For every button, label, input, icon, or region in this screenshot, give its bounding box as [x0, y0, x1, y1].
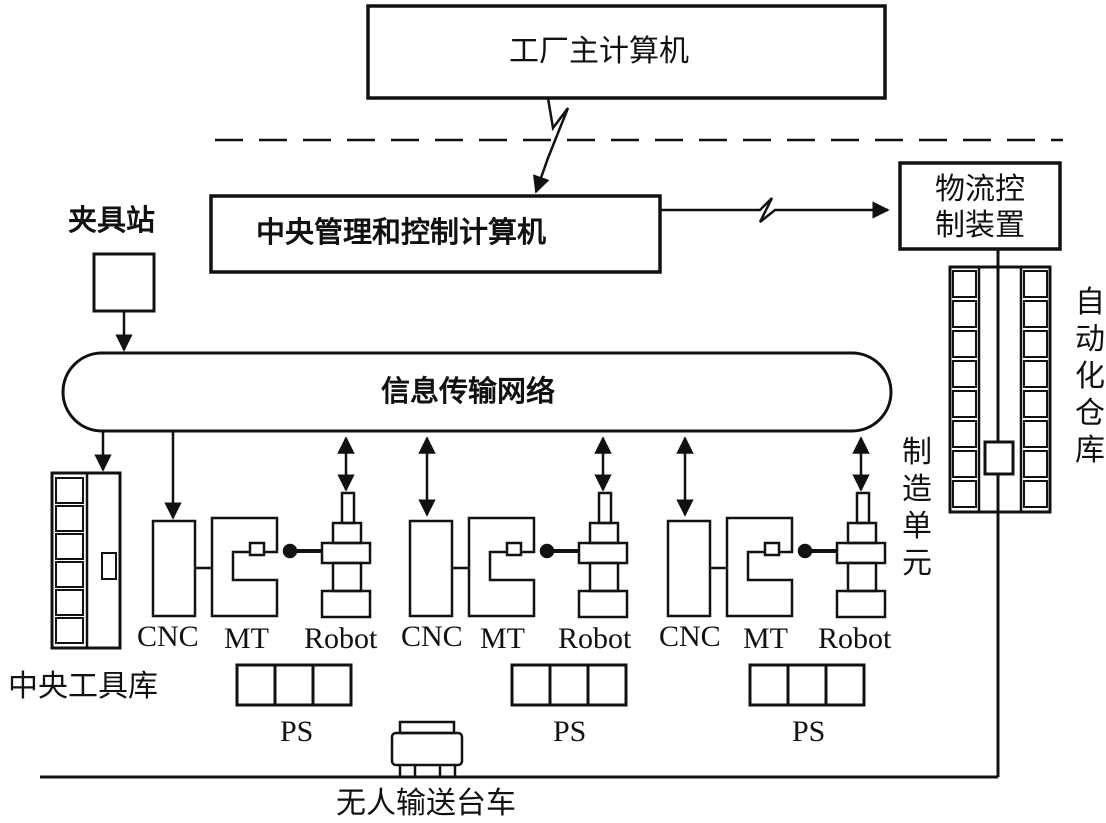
machine-tool-chuck	[505, 541, 523, 557]
robot-wrist	[340, 491, 356, 525]
central-tool-store-label: 中央工具库	[8, 669, 158, 704]
pallet-slot	[235, 663, 277, 707]
robot-joint	[835, 541, 887, 565]
robot-gripper	[539, 543, 555, 559]
factory-host-label: 工厂主计算机	[509, 34, 689, 69]
factory-host-box	[366, 4, 887, 100]
robot-column	[331, 561, 363, 593]
robot-base	[577, 589, 629, 619]
pallet-slot	[824, 663, 866, 707]
ps-label: PS	[553, 715, 587, 748]
robot-shoulder	[588, 521, 620, 545]
mt-label: MT	[743, 622, 788, 655]
fixture-station-box	[92, 252, 156, 313]
robot-shoulder	[846, 521, 878, 545]
robot-wrist	[855, 491, 871, 525]
robot-label: Robot	[558, 622, 632, 655]
warehouse-rack	[948, 265, 1052, 514]
cell	[151, 431, 372, 707]
logistics-controller-label: 物流控制装置	[935, 172, 1025, 243]
robot-joint	[577, 541, 629, 565]
cnc-label: CNC	[137, 620, 199, 653]
warehouse-slots	[952, 270, 1048, 508]
info-network-bus	[61, 351, 893, 433]
pallet-slot	[273, 663, 315, 707]
robot-joint	[320, 541, 372, 565]
robot-label: Robot	[304, 622, 378, 655]
machine-tool	[210, 516, 279, 618]
robot-gripper	[797, 543, 813, 559]
tool-store-slots	[55, 477, 117, 644]
fixture-station-label: 夹具站	[68, 203, 156, 237]
robot-column	[846, 561, 878, 593]
machine-tool-chuck	[763, 541, 781, 557]
stacker-crane	[983, 440, 1015, 476]
ps-label: PS	[792, 715, 826, 748]
robot-base	[320, 589, 372, 619]
pallet-slot	[548, 663, 590, 707]
robot-wrist	[597, 491, 613, 525]
central-computer-box	[209, 194, 662, 274]
cell	[666, 436, 887, 707]
mt-label: MT	[480, 622, 525, 655]
info-network-label: 信息传输网络	[381, 374, 556, 408]
logistics-controller-box	[898, 161, 1062, 251]
robot-shoulder	[331, 521, 363, 545]
robot-base	[835, 589, 887, 619]
mt-label: MT	[224, 622, 269, 655]
machine-tool	[467, 516, 536, 618]
machine-tool-chuck	[248, 541, 266, 557]
machine-tool	[725, 516, 794, 618]
ps-label: PS	[280, 715, 314, 748]
manufacturing-cells	[151, 431, 887, 707]
pallet-slot	[748, 663, 790, 707]
cnc-box	[666, 519, 712, 618]
robot-gripper	[282, 543, 298, 559]
pallet-slot	[311, 663, 353, 707]
central-computer-label: 中央管理和控制计算机	[256, 215, 547, 249]
auto-warehouse-label: 自动化仓库	[1075, 285, 1105, 468]
cnc-label: CNC	[659, 620, 721, 653]
cell	[408, 436, 629, 707]
cnc-box	[151, 519, 197, 618]
agv-vehicle	[390, 720, 464, 777]
robot-column	[588, 561, 620, 593]
agv-label: 无人输送台车	[336, 786, 516, 821]
manufacturing-unit-label: 制造单元	[902, 435, 932, 581]
wireless-link-host	[532, 97, 570, 194]
wireless-link-logistics	[660, 197, 890, 223]
pallet-slot	[786, 663, 828, 707]
robot-label: Robot	[818, 622, 892, 655]
cnc-label: CNC	[401, 620, 463, 653]
pallet-slot	[510, 663, 552, 707]
cnc-box	[408, 519, 454, 618]
pallet-slot	[586, 663, 628, 707]
